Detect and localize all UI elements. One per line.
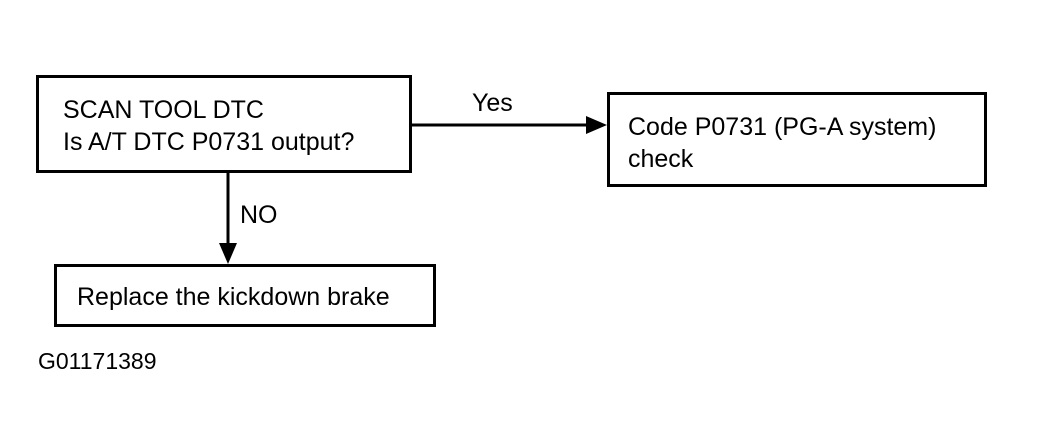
scan-tool-title: SCAN TOOL DTC	[63, 96, 264, 124]
scan-tool-dtc-box: SCAN TOOL DTC Is A/T DTC P0731 output?	[36, 75, 412, 173]
code-check-box: Code P0731 (PG-A system) check	[607, 92, 987, 187]
no-edge-label: NO	[240, 201, 278, 229]
yes-arrowhead	[586, 116, 607, 134]
code-check-line2: check	[628, 145, 694, 173]
replace-text: Replace the kickdown brake	[77, 283, 390, 311]
figure-id-label: G01171389	[38, 348, 157, 374]
replace-kickdown-brake-box: Replace the kickdown brake	[54, 264, 436, 327]
scan-tool-question: Is A/T DTC P0731 output?	[63, 128, 355, 156]
code-check-line1: Code P0731 (PG-A system)	[628, 113, 937, 141]
yes-edge-label: Yes	[472, 89, 513, 117]
no-arrowhead	[219, 243, 237, 264]
